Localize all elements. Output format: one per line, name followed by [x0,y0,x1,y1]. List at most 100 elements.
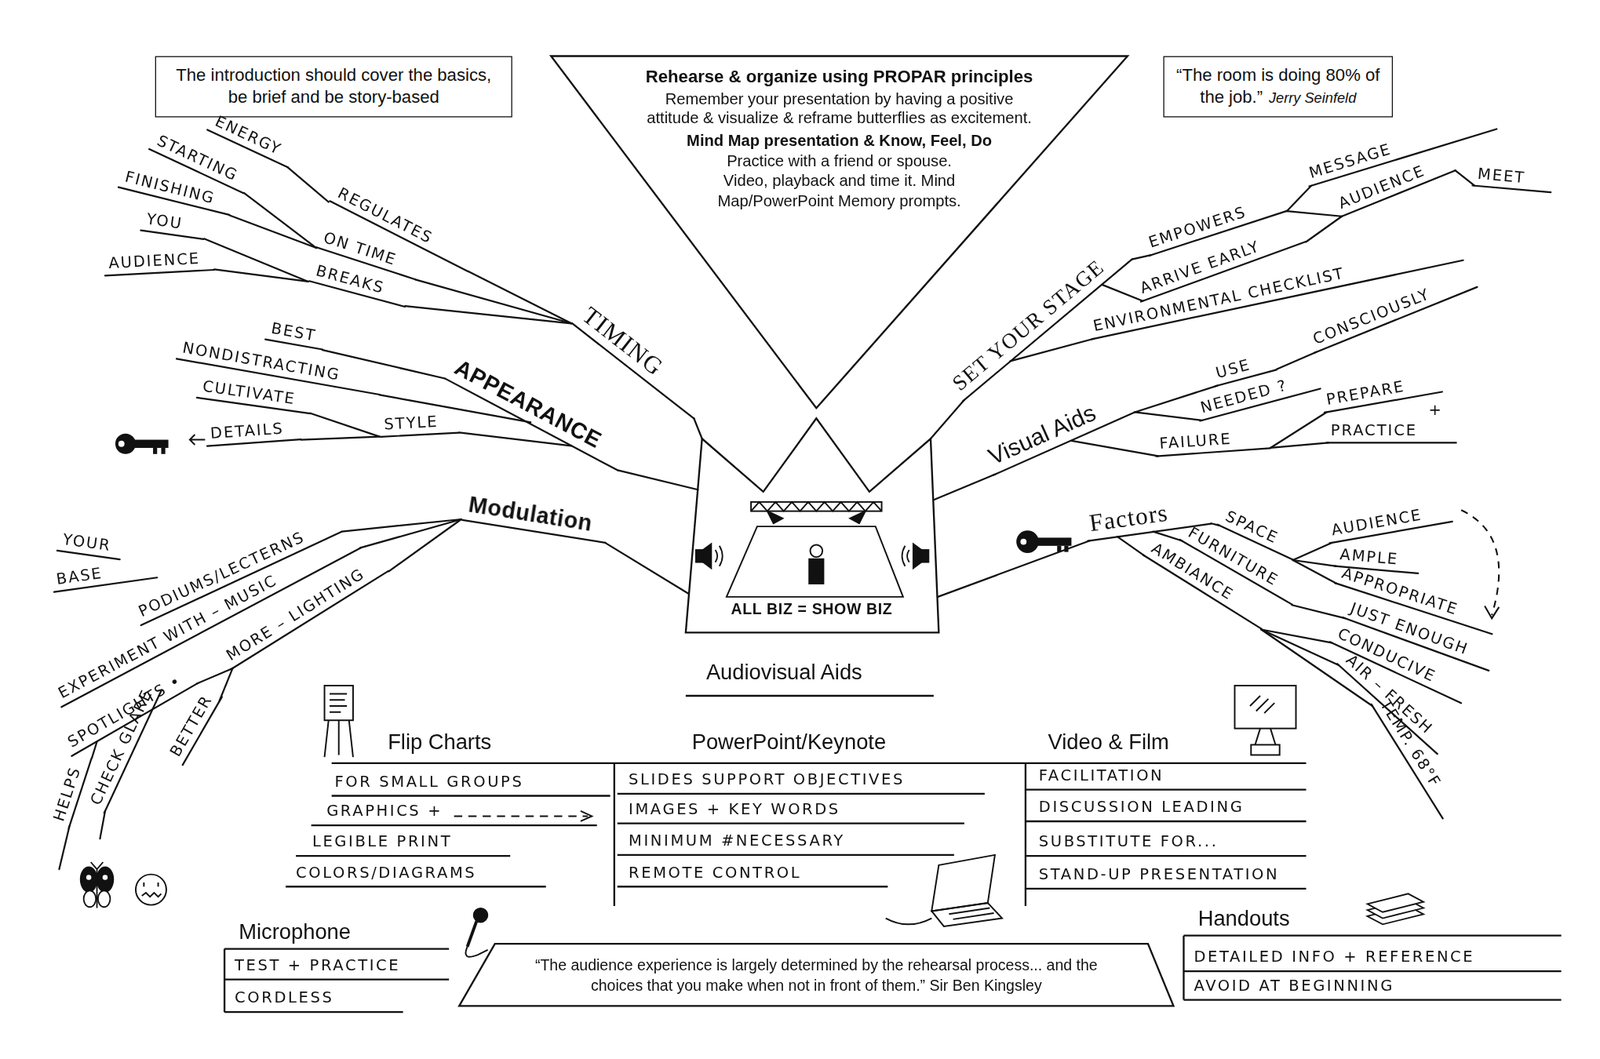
list-item: TEST + PRACTICE [232,956,402,978]
projector-icon [1234,685,1296,729]
quote-banner-outline [459,943,1174,1006]
key-icon [1016,530,1072,554]
list-item: STAND-UP PRESENTATION [1036,865,1282,887]
branch-line [1306,216,1343,243]
branch-line [309,413,380,438]
node-text: Mind Map presentation & Know, Feel, Do [624,130,1054,151]
butterfly-icon [80,867,98,893]
branch-line [388,519,461,572]
dashed-arrow [454,816,588,818]
list-item: GRAPHICS + [324,801,445,824]
quote-banner: “The audience experience is largely dete… [459,943,1174,1006]
branch-title: Modulation [464,491,597,541]
node-text: The introduction should cover the basics… [170,64,497,110]
branch-word: NEEDED ? [1196,375,1293,421]
key-icon [1016,530,1039,554]
laptop-icon [948,908,994,920]
branch-word: BASE [53,563,107,592]
branch-line [219,668,234,702]
pointer-arrow [189,434,206,445]
projector-icon [1250,744,1280,755]
table-rule [1025,790,1307,890]
branch-line [618,470,698,491]
column-heading: Microphone [236,919,354,948]
stage-illustration [750,502,882,512]
node-text: Practice with a friend or spouse. Video,… [709,150,970,211]
column-heading: Video & Film [1046,729,1172,758]
branch-line [1286,211,1342,217]
branch-word: MEET [1474,164,1529,191]
branch-line [91,742,98,759]
key-icon [115,433,169,455]
stage-crown-outline [681,413,943,634]
butterfly-icon [83,890,97,908]
branch-line [99,811,106,839]
column-heading: Flip Charts [386,729,494,758]
list-item: DETAILED INFO + REFERENCE [1191,947,1477,970]
node-text: Jerry Seinfeld [1268,88,1356,108]
projector-icon [1250,696,1276,745]
branch-word: YOUR [58,529,114,558]
branch-line [1454,170,1475,186]
butterfly-icon [102,874,109,881]
key-icon [153,448,157,455]
microphone-icon [465,908,488,958]
microphone-icon [465,947,488,958]
branch-line [58,826,70,870]
table-rule [617,794,985,887]
branch-line [1101,284,1143,302]
speaker-icon [913,543,922,569]
stage-illustration [750,502,882,512]
node-text: Remember your presentation by having a p… [642,88,1036,128]
key-icon [1020,539,1027,546]
laptop-icon [885,918,933,926]
branch-word: PRACTICE [1328,421,1420,443]
microphone-icon [473,908,488,923]
table-rule [331,763,1307,907]
table-rule [285,795,611,887]
dashed-arrow [1461,510,1499,619]
microphone-icon [467,921,478,948]
speaker-icon [696,550,704,563]
butterfly-icon [80,862,114,909]
nervous-face-icon [142,882,162,897]
speaker-icon [703,543,711,569]
branch-line [1270,442,1329,449]
list-item: FACILITATION [1036,766,1167,788]
stage-illustration [809,559,824,584]
key-icon [115,433,136,455]
branch-title: Visual Aids [982,398,1104,475]
dashed-arrow [454,811,593,822]
note-box: The introduction should cover the basics… [155,56,513,118]
speaker-icon [921,550,929,563]
branch-line [1134,411,1203,420]
branch-line [1291,605,1345,619]
quote-box: “The room is doing 80% of the job.”Jerry… [1162,56,1393,118]
laptop-icon [931,903,1003,927]
table-rule [1183,936,1561,1001]
branch-line [930,400,965,439]
branch-line [1211,523,1220,526]
branch-line [1293,560,1338,584]
branch-line [468,271,572,324]
table-rule [685,695,934,697]
branch-title: SET YOUR STAGE [945,253,1113,401]
column-heading: Handouts [1195,906,1292,934]
speaker-icon [902,546,910,567]
branch-line [693,418,702,439]
branch-word: PREPARE [1323,376,1409,412]
branch-word: BEST [267,318,321,349]
branch-line [1276,352,1317,370]
section-heading: Audiovisual Aids [703,659,864,688]
branch-line [415,279,572,324]
column-heading: PowerPoint/Keynote [689,729,889,758]
branch-line [1261,629,1339,666]
branch-word: ENVIRONMENTAL CHECKLIST [1089,263,1349,339]
branch-line [214,269,309,282]
branch-word: MORE – LIGHTING [221,563,372,669]
stage-illustration [726,502,904,598]
flip-chart-icon [324,685,354,721]
list-item: COLORS/DIAGRAMS [294,863,479,885]
branch-line [1270,411,1327,449]
stage-illustration [810,545,824,558]
